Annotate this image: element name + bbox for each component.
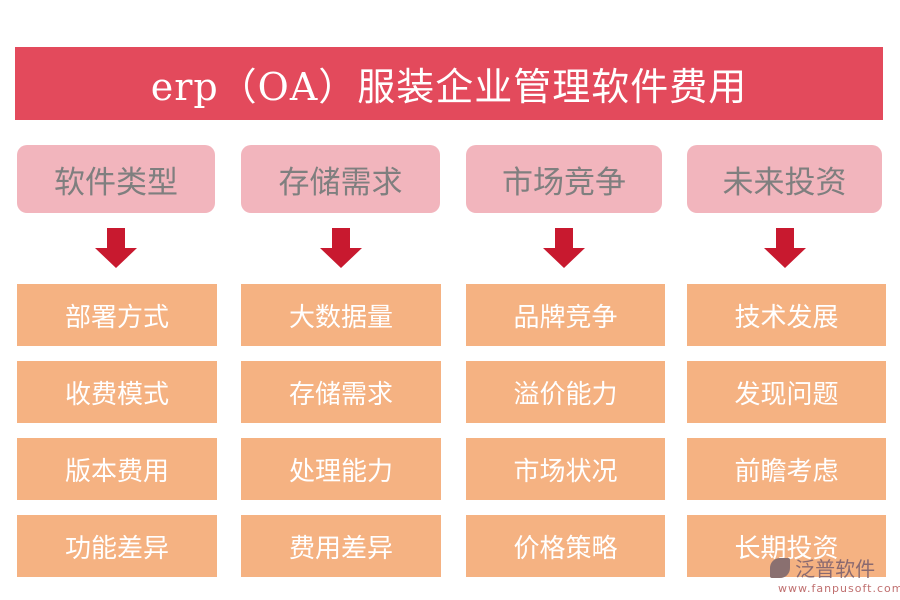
item-box: 功能差异 [17,515,217,577]
item-box: 技术发展 [687,284,886,346]
item-box: 版本费用 [17,438,217,500]
item-box: 处理能力 [241,438,441,500]
item-box: 价格策略 [466,515,665,577]
category-header: 软件类型 [17,145,215,213]
logo-icon [770,557,790,578]
item-box: 部署方式 [17,284,217,346]
category-header: 未来投资 [687,145,882,213]
item-box: 发现问题 [687,361,886,423]
arrow-down-icon [543,228,585,268]
category-header: 存储需求 [241,145,440,213]
item-box: 溢价能力 [466,361,665,423]
item-box: 前瞻考虑 [687,438,886,500]
watermark-brand: 泛普软件 [795,557,876,581]
item-box: 收费模式 [17,361,217,423]
page-title: erp（OA）服装企业管理软件费用 [15,47,883,120]
watermark: 泛普软件 www.fanpusoft.com [770,553,900,595]
arrow-down-icon [319,228,362,268]
arrow-down-icon [763,228,806,268]
item-box: 品牌竞争 [466,284,665,346]
category-header: 市场竞争 [466,145,662,213]
item-box: 存储需求 [241,361,441,423]
item-box: 大数据量 [241,284,441,346]
item-box: 费用差异 [241,515,441,577]
item-box: 市场状况 [466,438,665,500]
watermark-url: www.fanpusoft.com [778,582,900,595]
arrow-down-icon [95,228,137,268]
